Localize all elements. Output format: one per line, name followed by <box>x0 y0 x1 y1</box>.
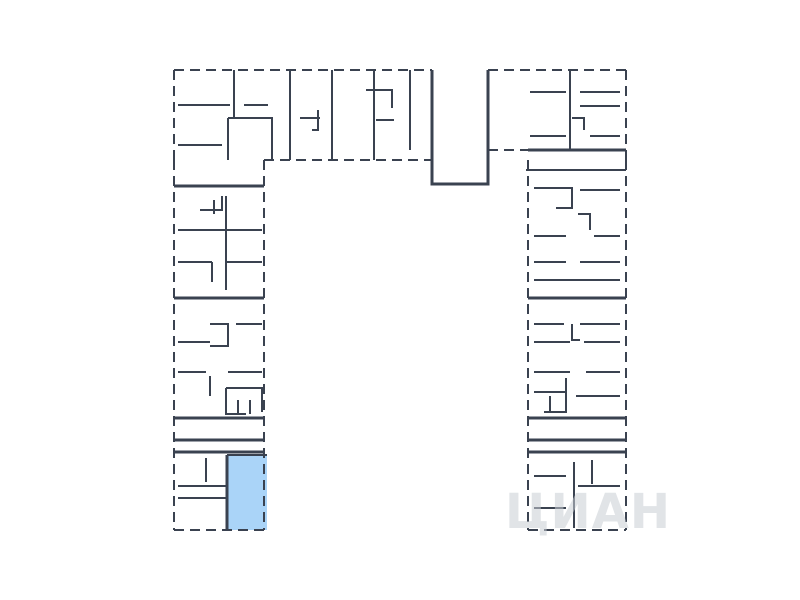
watermark-text: ЦИАН <box>505 484 672 540</box>
top-wing <box>173 69 627 186</box>
left-wing <box>173 160 267 531</box>
selected-apartment[interactable] <box>227 455 267 530</box>
right-wing <box>527 160 627 531</box>
